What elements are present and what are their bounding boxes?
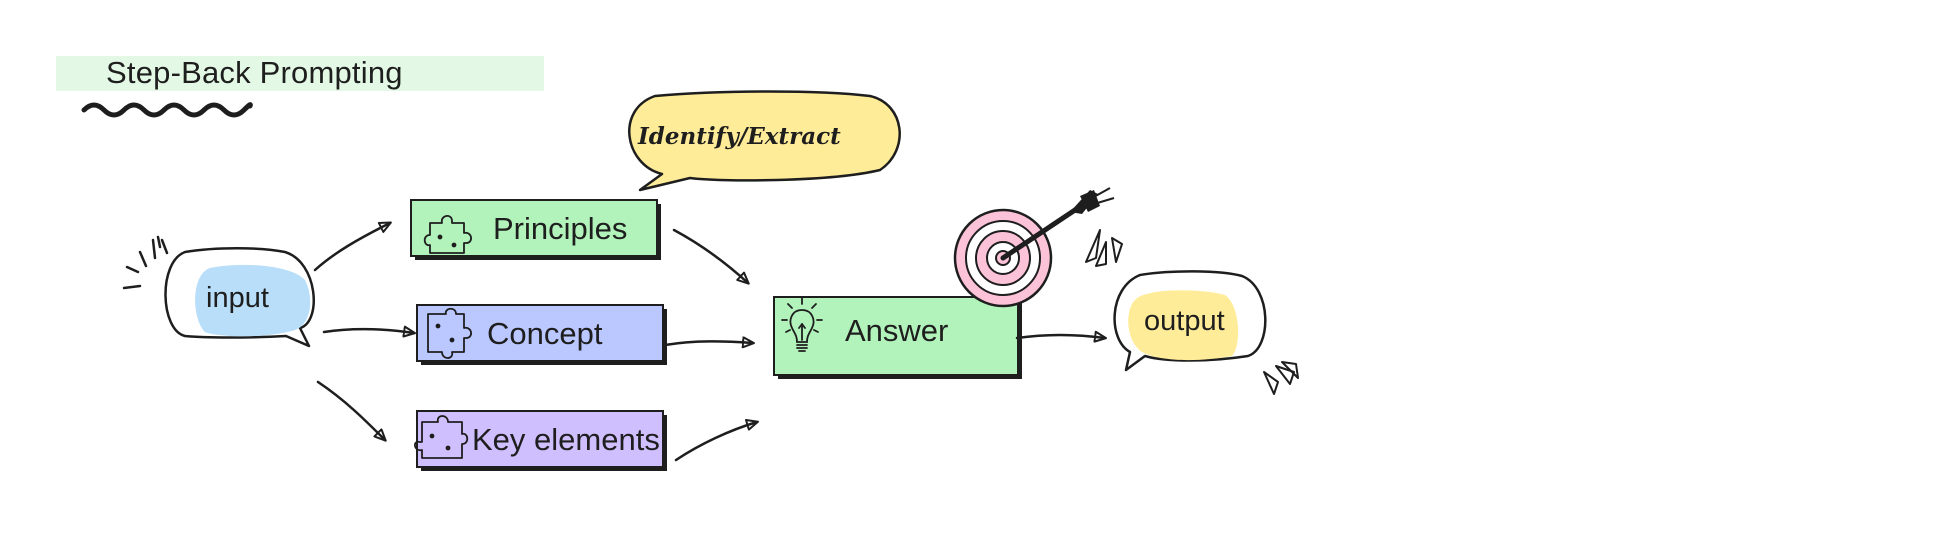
title-highlight	[56, 56, 544, 91]
puzzle-piece-icon	[427, 307, 472, 359]
input-label: input	[206, 282, 269, 314]
arrow-key-elements-to-answer	[674, 419, 759, 462]
puzzle-piece-icon	[414, 415, 469, 459]
arrow-input-to-concept	[322, 325, 416, 338]
diagram-title: Step-Back Prompting	[106, 55, 403, 90]
lightbulb-icon	[781, 297, 823, 352]
arrow-input-to-principles	[313, 221, 392, 272]
puzzle-piece-icon	[423, 215, 472, 254]
target-burst-marks	[1085, 229, 1123, 267]
arrow-answer-to-output	[1015, 330, 1107, 343]
arrow-input-to-key-elements	[316, 380, 387, 442]
flow-arrows	[313, 221, 1107, 462]
answer-box	[773, 296, 1022, 379]
answer-label: Answer	[845, 313, 949, 348]
principles-box	[410, 199, 661, 260]
title-underline	[81, 102, 253, 118]
output-burst-marks	[1263, 361, 1299, 395]
key-elements-label: Key elements	[472, 422, 660, 457]
input-emphasis-marks	[122, 235, 169, 290]
callout-label: Identify/Extract	[638, 123, 841, 150]
target-arrow-icon	[953, 187, 1115, 308]
concept-label: Concept	[487, 316, 603, 351]
input-bubble	[164, 247, 315, 348]
principles-label: Principles	[493, 211, 628, 246]
arrow-principles-to-answer	[672, 228, 750, 285]
arrow-concept-to-answer	[663, 336, 755, 349]
output-bubble	[1113, 270, 1267, 372]
output-label: output	[1144, 305, 1225, 337]
identify-extract-callout	[628, 90, 901, 192]
